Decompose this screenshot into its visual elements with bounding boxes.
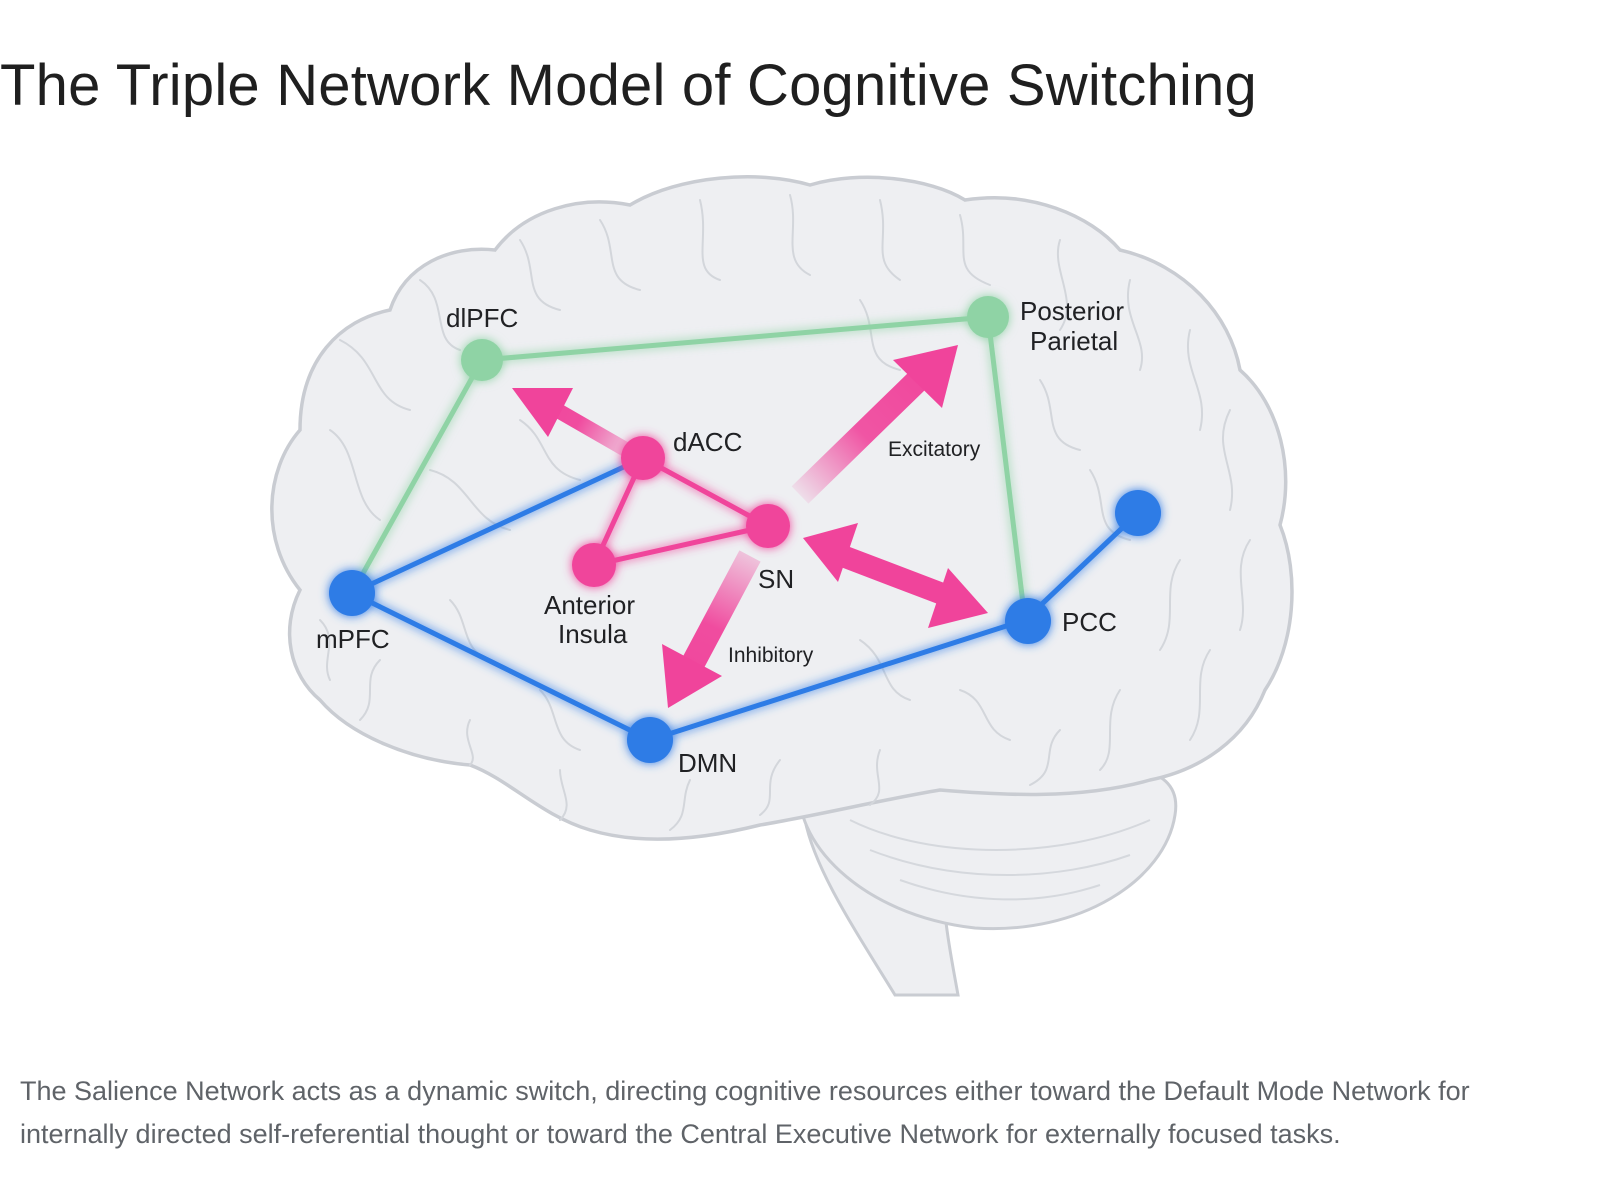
figure-caption: The Salience Network acts as a dynamic s… bbox=[20, 1076, 1470, 1149]
dacc-label: dACC bbox=[673, 427, 742, 457]
posterior-parietal-label-line1: Posterior bbox=[1020, 296, 1124, 326]
sn-triangle-lines bbox=[591, 455, 771, 568]
posterior-parietal-label-line2: Parietal bbox=[1030, 326, 1118, 356]
cen-connection-lines bbox=[349, 314, 1028, 621]
bidirectional-arrow bbox=[803, 523, 988, 628]
brain-gyri bbox=[319, 194, 1251, 831]
anterior-insula-label-line2: Insula bbox=[558, 619, 628, 649]
excitatory-label: Excitatory bbox=[888, 438, 981, 461]
inhibitory-arrow bbox=[662, 550, 761, 708]
dmn-label: DMN bbox=[678, 748, 737, 778]
pcc-end-node bbox=[1115, 490, 1161, 536]
pcc-label: PCC bbox=[1062, 607, 1117, 637]
excitatory-arrow bbox=[791, 345, 958, 504]
posterior-parietal-node bbox=[967, 296, 1009, 338]
cerebrum bbox=[270, 175, 1294, 841]
dmn-node bbox=[627, 717, 673, 763]
node-labels: dlPFC Posterior Parietal dACC Excitatory… bbox=[316, 296, 1124, 778]
anterior-insula-label-line1: Anterior bbox=[544, 590, 635, 620]
page-title: The Triple Network Model of Cognitive Sw… bbox=[0, 53, 1257, 118]
brain-illustration bbox=[270, 175, 1294, 997]
mpfc-label: mPFC bbox=[316, 624, 390, 654]
inhibitory-label: Inhibitory bbox=[728, 644, 814, 667]
sn-label: SN bbox=[758, 564, 794, 594]
dmn-nodes bbox=[329, 490, 1161, 763]
dlpfc-node bbox=[461, 339, 503, 381]
anterior-insula-node bbox=[572, 543, 616, 587]
dlpfc-label: dlPFC bbox=[446, 303, 518, 333]
sn-node bbox=[746, 504, 790, 548]
central-executive-network bbox=[349, 296, 1028, 621]
brain-network-diagram: dlPFC Posterior Parietal dACC Excitatory… bbox=[0, 150, 1600, 1040]
mpfc-node bbox=[329, 570, 375, 616]
salience-network bbox=[512, 345, 988, 708]
arrow-to-dlpfc bbox=[512, 388, 634, 459]
dacc-node bbox=[621, 436, 665, 480]
cerebellum-folds bbox=[849, 819, 1151, 901]
pcc-node bbox=[1005, 598, 1051, 644]
